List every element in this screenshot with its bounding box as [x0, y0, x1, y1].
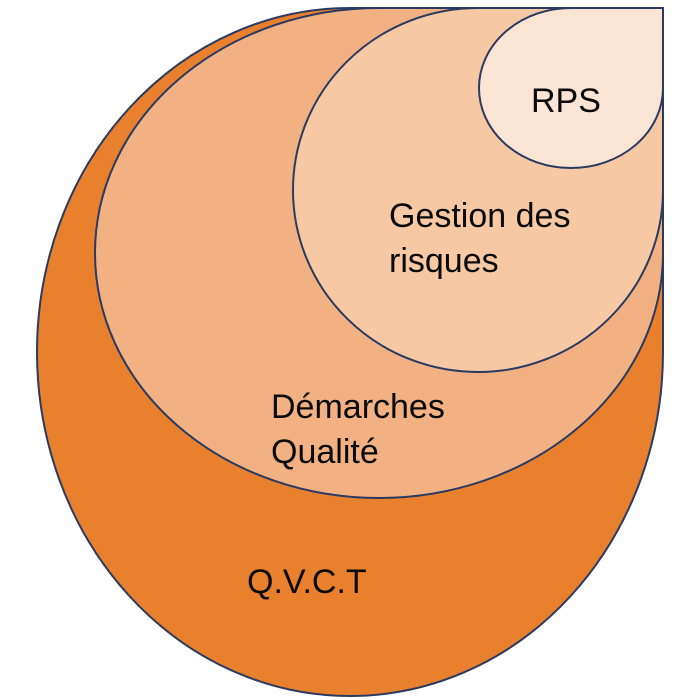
label-qvct: Q.V.C.T [247, 563, 367, 601]
label-gestion-des-risques-line-1: Gestion des [389, 197, 570, 235]
label-rps-line-1: RPS [531, 82, 601, 120]
label-rps: RPS [531, 82, 601, 120]
label-qvct-line-1: Q.V.C.T [247, 563, 367, 601]
label-gestion-des-risques-line-2: risques [389, 242, 499, 280]
label-demarches-qualite-line-1: Démarches [271, 388, 445, 426]
circle-rps [478, 7, 664, 169]
label-demarches-qualite-line-2: Qualité [271, 433, 379, 471]
label-gestion-des-risques: Gestion des risques [389, 197, 570, 280]
